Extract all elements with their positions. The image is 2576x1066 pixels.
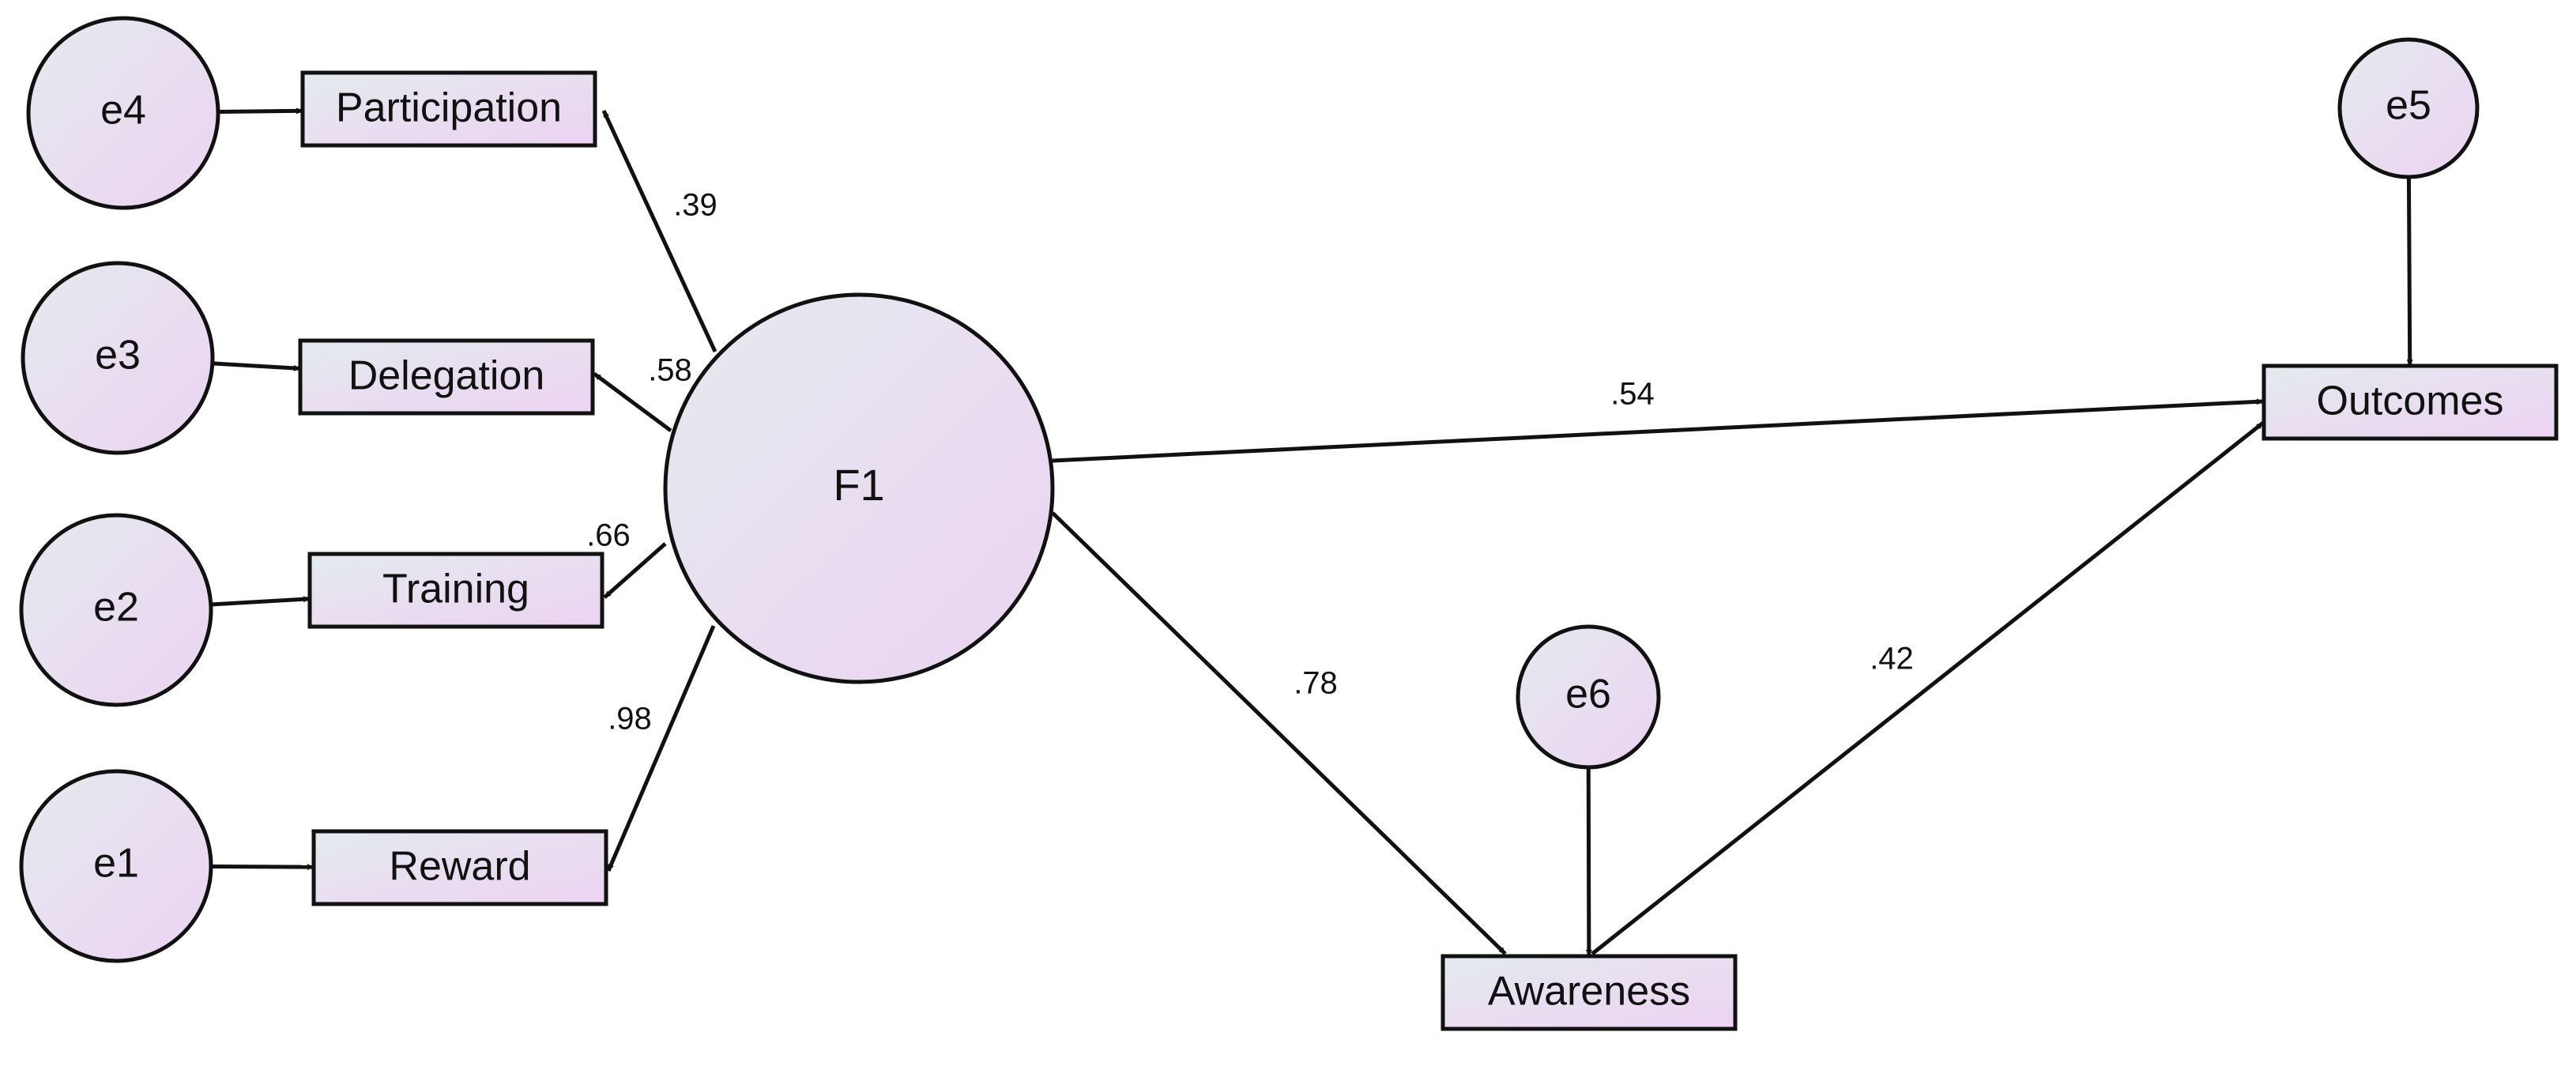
coefficient-f1-to-awareness: .78 bbox=[1294, 666, 1338, 701]
observed-variable-label: Training bbox=[382, 567, 529, 612]
path-awareness-to-outcomes bbox=[1591, 421, 2265, 955]
error-term-label: e1 bbox=[93, 841, 139, 887]
observed-variable-outcomes: Outcomes bbox=[2262, 363, 2559, 441]
path-f1-to-outcomes bbox=[1052, 398, 2264, 463]
error-term-label: e4 bbox=[100, 88, 146, 134]
error-term-e3: e3 bbox=[21, 261, 215, 455]
latent-factor-circle bbox=[663, 292, 1055, 684]
path-e3-to-delegation bbox=[212, 361, 301, 371]
path-f1-to-reward bbox=[606, 625, 716, 872]
observed-variable-awareness: Awareness bbox=[1441, 954, 1738, 1031]
coefficient-f1-to-training: .66 bbox=[586, 518, 631, 553]
error-term-e2: e2 bbox=[19, 513, 213, 707]
observed-variable-label: Reward bbox=[389, 844, 530, 890]
path-e2-to-training bbox=[210, 596, 311, 607]
observed-variable-label: Delegation bbox=[348, 353, 545, 399]
latent-factor-f1: F1 bbox=[663, 292, 1055, 684]
error-term-e5: e5 bbox=[2337, 37, 2480, 179]
observed-variable-box bbox=[311, 829, 608, 906]
observed-variable-training: Training bbox=[307, 552, 604, 629]
error-term-label: e2 bbox=[93, 585, 139, 631]
path-e5-to-outcomes bbox=[2406, 176, 2413, 367]
nodes-layer: F1 e1 e2 e3 e4 e5 e6 ParticipationDelegationTra… bbox=[19, 16, 2559, 1031]
error-term-label: e3 bbox=[95, 333, 141, 379]
observed-variable-box bbox=[300, 70, 597, 148]
observed-variable-label: Outcomes bbox=[2317, 379, 2504, 424]
path-e6-to-awareness bbox=[1585, 767, 1592, 957]
path-e1-to-reward bbox=[210, 864, 314, 871]
observed-variable-delegation: Delegation bbox=[298, 338, 595, 416]
error-term-circle bbox=[26, 16, 220, 210]
observed-variable-label: Awareness bbox=[1488, 969, 1690, 1015]
latent-factor-label: F1 bbox=[833, 460, 884, 510]
path-f1-to-training bbox=[603, 542, 667, 599]
path-f1-to-delegation bbox=[593, 371, 672, 433]
error-term-circle bbox=[2337, 37, 2480, 179]
observed-variable-box bbox=[1441, 954, 1738, 1031]
coefficient-awareness-to-outcomes: .42 bbox=[1870, 642, 1914, 676]
error-term-circle bbox=[1516, 624, 1661, 770]
observed-variable-label: Participation bbox=[336, 85, 562, 131]
observed-variable-participation: Participation bbox=[300, 70, 597, 148]
error-term-label: e6 bbox=[1565, 672, 1611, 718]
coefficients-layer: .39 .58 .66 .98 .54 .78 .42 bbox=[586, 188, 1914, 736]
coefficient-f1-to-reward: .98 bbox=[608, 702, 652, 736]
path-f1-to-awareness bbox=[1051, 511, 1507, 955]
paths-layer bbox=[210, 107, 2413, 957]
observed-variable-box bbox=[298, 338, 595, 416]
coefficient-f1-to-participation: .39 bbox=[673, 188, 717, 223]
coefficient-f1-to-outcomes: .54 bbox=[1610, 377, 1655, 412]
error-term-e4: e4 bbox=[26, 16, 220, 210]
coefficient-f1-to-delegation: .58 bbox=[648, 353, 692, 388]
error-term-e1: e1 bbox=[19, 769, 213, 963]
observed-variable-reward: Reward bbox=[311, 829, 608, 906]
error-term-circle bbox=[19, 513, 213, 707]
error-term-circle bbox=[21, 261, 215, 455]
path-f1-to-participation bbox=[601, 109, 717, 353]
observed-variable-box bbox=[307, 552, 604, 629]
error-term-label: e5 bbox=[2386, 83, 2431, 129]
error-term-circle bbox=[19, 769, 213, 963]
observed-variable-box bbox=[2262, 363, 2559, 441]
error-term-e6: e6 bbox=[1516, 624, 1661, 770]
